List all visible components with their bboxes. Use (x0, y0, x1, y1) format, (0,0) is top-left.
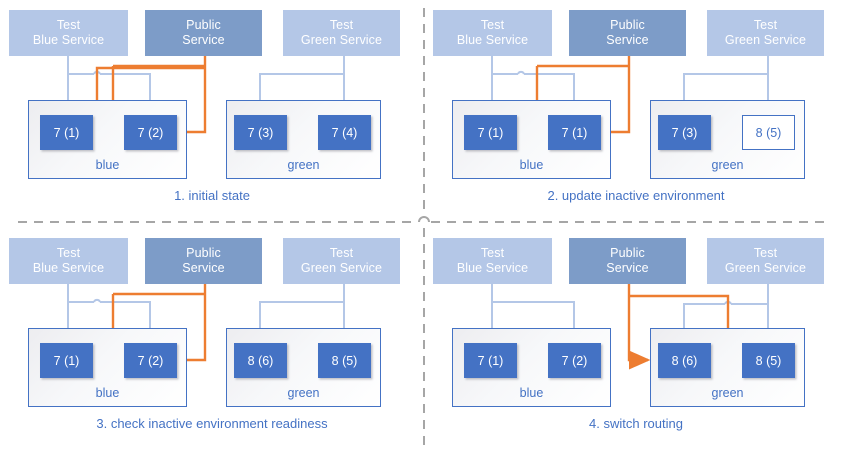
wire-testgreen-to-inst3 (258, 73, 344, 116)
instance-box[interactable]: 8 (5) (318, 343, 371, 378)
wire-testgreen-to-inst3 (258, 301, 344, 344)
instance-box[interactable]: 7 (1) (464, 115, 517, 150)
wire-testgreen-to-inst3 (684, 303, 768, 336)
environment-blue-label: blue (519, 158, 544, 172)
environment-blue-label: blue (95, 158, 120, 172)
environment-blue-label: blue (95, 386, 120, 400)
panel-caption: 4. switch routing (589, 416, 683, 431)
instance-box[interactable]: 7 (4) (318, 115, 371, 150)
wire-jump-arc (93, 298, 101, 303)
instance-box[interactable]: 8 (5) (742, 343, 795, 378)
panel-caption: 1. initial state (174, 188, 250, 203)
instance-box[interactable]: 7 (1) (548, 115, 601, 150)
instance-box[interactable]: 7 (1) (464, 343, 517, 378)
wire-testblue-to-inst2 (492, 301, 590, 344)
instance-box[interactable]: 7 (3) (234, 115, 287, 150)
connector-layer (490, 284, 784, 370)
instance-box[interactable]: 8 (6) (658, 343, 711, 378)
environment-green-label: green (711, 158, 744, 172)
instance-box[interactable]: 7 (1) (40, 343, 93, 378)
wire-testblue-to-inst2 (68, 73, 150, 108)
instance-box[interactable]: 8 (6) (234, 343, 287, 378)
instance-box[interactable]: 7 (3) (658, 115, 711, 150)
wire-testgreen-to-inst3 (682, 73, 768, 116)
panel-caption: 2. update inactive environment (547, 188, 725, 203)
instance-box[interactable]: 8 (5) (742, 115, 795, 150)
instance-box[interactable]: 7 (1) (40, 115, 93, 150)
environment-green-label: green (711, 386, 744, 400)
panel-caption: 3. check inactive environment readiness (96, 416, 328, 431)
wire-public-to-green-inst1 (627, 284, 651, 370)
wire-testblue-to-inst2 (492, 73, 574, 108)
instance-box[interactable]: 7 (2) (124, 343, 177, 378)
environment-green-label: green (287, 158, 320, 172)
environment-blue-label: blue (519, 386, 544, 400)
wire-jump-arc (517, 70, 525, 75)
instance-box[interactable]: 7 (2) (548, 343, 601, 378)
instance-box[interactable]: 7 (2) (124, 115, 177, 150)
wire-testblue-to-inst2 (68, 301, 150, 336)
environment-green-label: green (287, 386, 320, 400)
